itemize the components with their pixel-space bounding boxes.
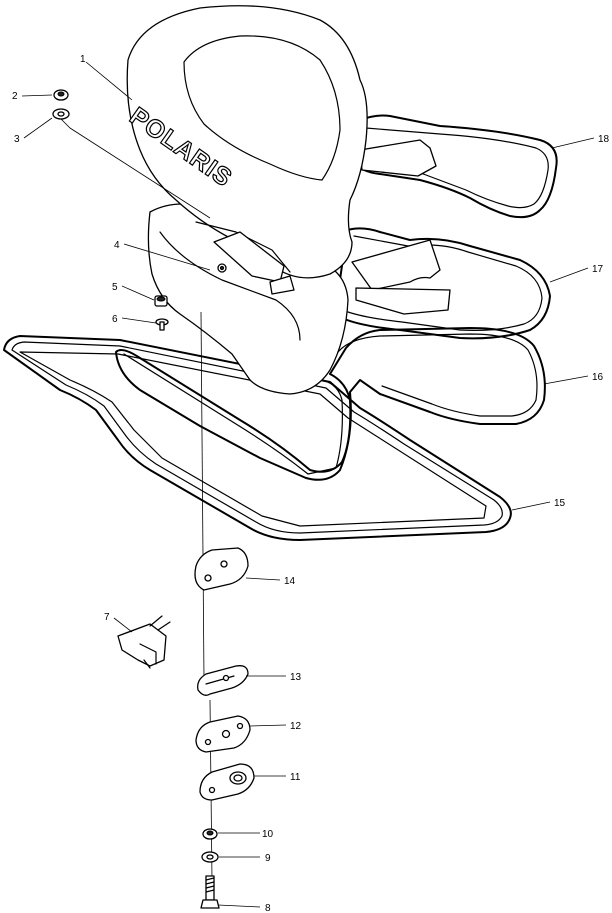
part-8-bolt	[200, 875, 220, 909]
callout-7: 7	[104, 612, 110, 623]
callout-9: 9	[265, 853, 271, 864]
part-11-plate	[199, 763, 255, 801]
part-9-lock-washer	[201, 851, 219, 863]
part-15-seat-frame	[3, 335, 512, 541]
callout-18: 18	[598, 134, 610, 145]
part-16-seal	[115, 327, 546, 481]
callout-13: 13	[290, 672, 302, 683]
part-17-seal	[336, 227, 551, 340]
callout-labels: 1 2 3 4 5 6 7 8 9 10 11 12 13 14 15 16 1…	[12, 54, 610, 913]
part-5-nut	[154, 295, 168, 307]
part-10-nut	[202, 828, 218, 840]
part-7-latch-clip	[117, 615, 171, 669]
callout-16: 16	[592, 372, 604, 383]
part-6-screw	[155, 318, 169, 331]
callout-8: 8	[265, 903, 271, 913]
callout-11: 11	[290, 772, 301, 783]
callout-17: 17	[592, 264, 604, 275]
callout-5: 5	[112, 282, 118, 293]
callout-10: 10	[262, 829, 274, 840]
part-1-seat-cushion: POLARIS	[124, 5, 368, 395]
callout-3: 3	[14, 134, 20, 145]
callout-2: 2	[12, 91, 18, 102]
part-2-nut	[53, 89, 69, 101]
leader-lines	[21, 61, 595, 908]
part-3-washer	[52, 108, 70, 120]
part-12-plate	[195, 715, 251, 753]
callout-1: 1	[80, 54, 86, 65]
callout-14: 14	[284, 576, 296, 587]
callout-6: 6	[112, 314, 118, 325]
callout-12: 12	[290, 721, 302, 732]
part-13-hook-clip	[197, 665, 249, 696]
callout-15: 15	[554, 498, 566, 509]
callout-4: 4	[114, 240, 120, 251]
part-4-rivet	[217, 263, 227, 273]
part-18-seal	[350, 114, 558, 219]
part-14-bracket	[194, 547, 249, 591]
